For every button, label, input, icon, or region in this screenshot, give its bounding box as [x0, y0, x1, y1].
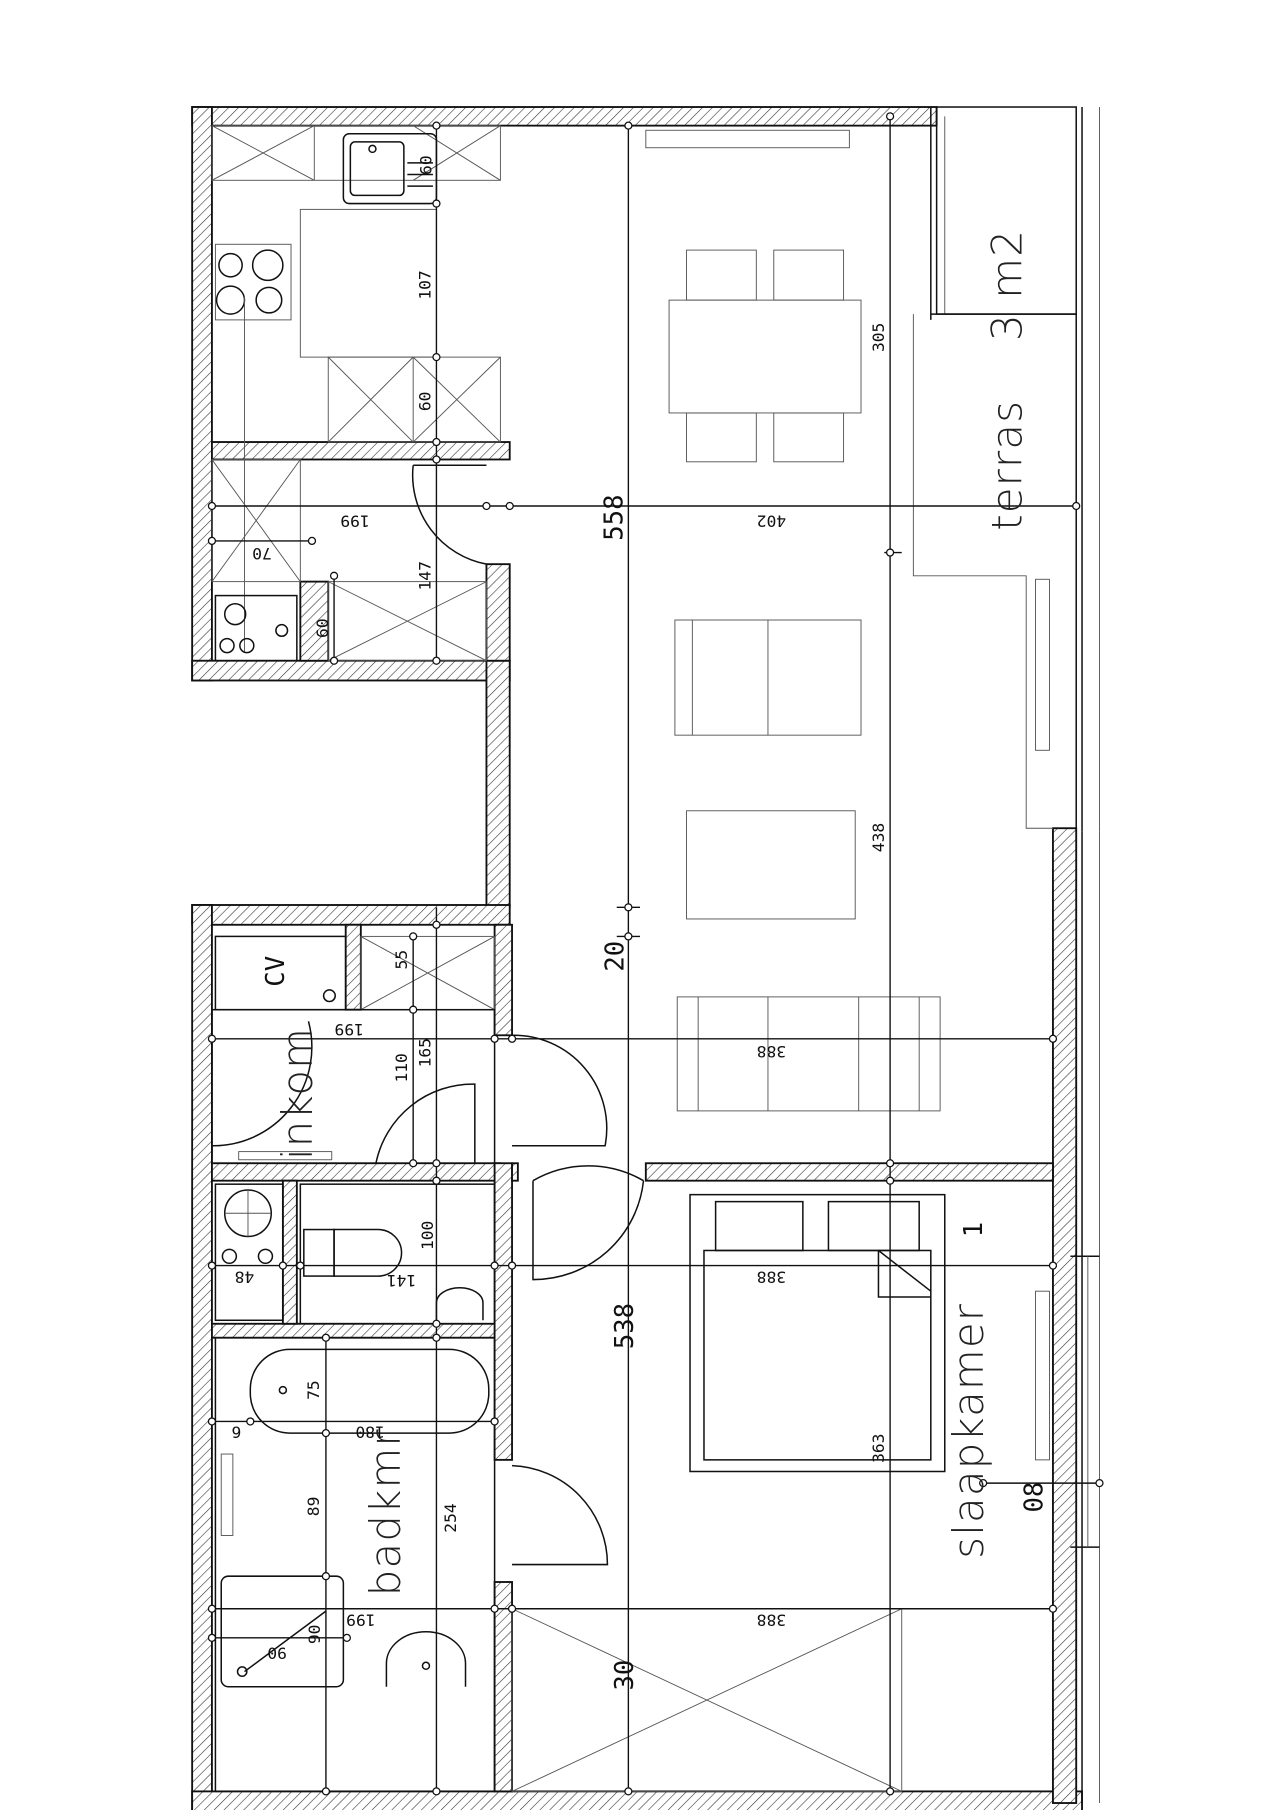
door-bedroom-hall [532, 1165, 645, 1281]
door-storage [411, 465, 487, 565]
dim-label: 60 [313, 618, 332, 638]
bath-sink [385, 1631, 467, 1687]
dim-label: 48 [235, 1268, 255, 1287]
room-label-terrace-area: 3 m2 [982, 229, 1031, 341]
wc [214, 1183, 496, 1325]
room-label-bedroom: slaapkamer [944, 1303, 993, 1559]
room-label-entrance: inkom [273, 1027, 322, 1160]
dimension-lines [207, 112, 1104, 1796]
hob [214, 243, 292, 321]
dim-label: 75 [304, 1380, 323, 1400]
dim-label: 107 [415, 270, 434, 299]
radiator-bedroom [1035, 1290, 1050, 1461]
door-living [512, 1034, 608, 1147]
dim-label: 147 [415, 561, 434, 590]
dim-label: 402 [757, 511, 786, 530]
kitchen [211, 125, 501, 652]
dim-label: 254 [441, 1503, 460, 1533]
shower [220, 1575, 345, 1688]
bedroom [511, 1193, 946, 1792]
dim-label: 199 [340, 511, 369, 530]
dim-label: 6 [231, 1422, 241, 1441]
dim-label: 90 [305, 1625, 324, 1645]
walls [191, 106, 1083, 1810]
dim-label: 388 [757, 1611, 786, 1630]
dim-label: 165 [415, 1038, 434, 1067]
dim-label: 438 [869, 823, 888, 852]
dim-label: 363 [869, 1434, 888, 1463]
dim-label: 70 [252, 544, 272, 563]
dim-label: 141 [387, 1271, 416, 1290]
dim-label: 110 [392, 1053, 411, 1082]
dim-label: 558 [600, 495, 630, 541]
dim-label: 100 [418, 1221, 437, 1250]
storage [211, 459, 487, 662]
radiator-terrace [1035, 578, 1050, 751]
bathroom [214, 1336, 496, 1793]
dim-label: 89 [304, 1497, 323, 1517]
dim-label: 199 [346, 1611, 375, 1630]
room-label-bathroom: badkmr [361, 1428, 410, 1596]
door-bedroom [512, 1464, 609, 1566]
dim-label: 538 [610, 1303, 640, 1349]
dimension-labels: 60 107 60 558 305 402 199 70 147 60 20 4… [231, 155, 1049, 1690]
dim-label: 388 [757, 1268, 786, 1287]
room-label-terrace: terras [982, 400, 1031, 531]
label-cv: CV [261, 956, 291, 987]
dim-label: 60 [415, 392, 434, 412]
dim-label: 90 [267, 1643, 287, 1662]
dim-label: 08 [1020, 1482, 1050, 1513]
boiler-unit [214, 594, 298, 662]
living-furniture [668, 249, 941, 1112]
door-wc [375, 1083, 476, 1164]
dim-label: 388 [757, 1042, 786, 1061]
entrance [211, 935, 645, 1566]
terrace-outline [912, 106, 1100, 1804]
dim-label: 1 [959, 1222, 989, 1237]
dim-label: 55 [392, 950, 411, 970]
dim-label: 199 [334, 1020, 363, 1039]
radiator-living [645, 129, 850, 149]
dim-label: 60 [417, 155, 436, 175]
door-entrance [211, 1021, 313, 1147]
dim-label: 305 [869, 323, 888, 352]
dim-label: 30 [610, 1660, 640, 1691]
dim-label: 20 [601, 941, 631, 972]
bathtub [249, 1348, 490, 1434]
dim-label: 180 [355, 1422, 384, 1441]
